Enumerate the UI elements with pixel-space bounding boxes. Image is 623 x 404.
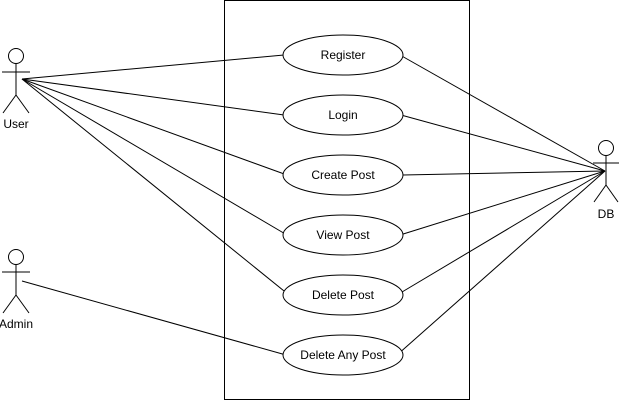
use-case-login: Login: [282, 94, 404, 136]
use-case-label: Login: [328, 108, 357, 122]
actor-label: DB: [598, 207, 615, 221]
use-case-ellipse: [282, 94, 404, 136]
use-case-delete-any-post: Delete Any Post: [282, 334, 404, 376]
association-admin-delete-any-post: [21, 280, 287, 356]
use-case-label: View Post: [316, 228, 370, 242]
stick-figure-icon: [2, 48, 30, 114]
use-case-ellipse: [282, 154, 404, 196]
association-db-login: [400, 114, 606, 172]
association-user-register: [21, 54, 285, 80]
use-case-label: Delete Any Post: [300, 348, 386, 362]
stick-figure-icon: [2, 249, 30, 314]
use-case-view-post: View Post: [282, 214, 404, 256]
association-user-view-post: [21, 78, 288, 236]
use-case-label: Register: [321, 48, 366, 62]
use-case-label: Delete Post: [312, 288, 375, 302]
association-user-delete-post: [21, 78, 290, 296]
association-db-delete-any-post: [396, 170, 606, 356]
use-case-ellipse: [282, 334, 404, 376]
association-user-login: [21, 78, 285, 116]
actor-user: User: [2, 48, 30, 131]
use-case-register: Register: [282, 34, 404, 76]
association-db-delete-post: [396, 170, 606, 296]
use-case-ellipse: [282, 274, 404, 316]
system-boundary: [224, 0, 470, 400]
actor-label: User: [3, 117, 28, 131]
actor-admin: Admin: [0, 249, 33, 331]
user-associations: [21, 54, 290, 296]
use-case-ellipse: [282, 214, 404, 256]
association-db-view-post: [399, 170, 606, 236]
association-db-create-post: [402, 170, 606, 176]
actor-label: Admin: [0, 317, 33, 331]
use-case-delete-post: Delete Post: [282, 274, 404, 316]
use-case-ellipse: [282, 34, 404, 76]
stick-figure-icon: [593, 140, 619, 203]
db-associations: [396, 54, 606, 356]
association-db-register: [399, 54, 606, 172]
use-case-label: Create Post: [311, 168, 375, 182]
use-case-create-post: Create Post: [282, 154, 404, 196]
association-user-create-post: [21, 78, 288, 176]
actor-db: DB: [593, 140, 619, 221]
